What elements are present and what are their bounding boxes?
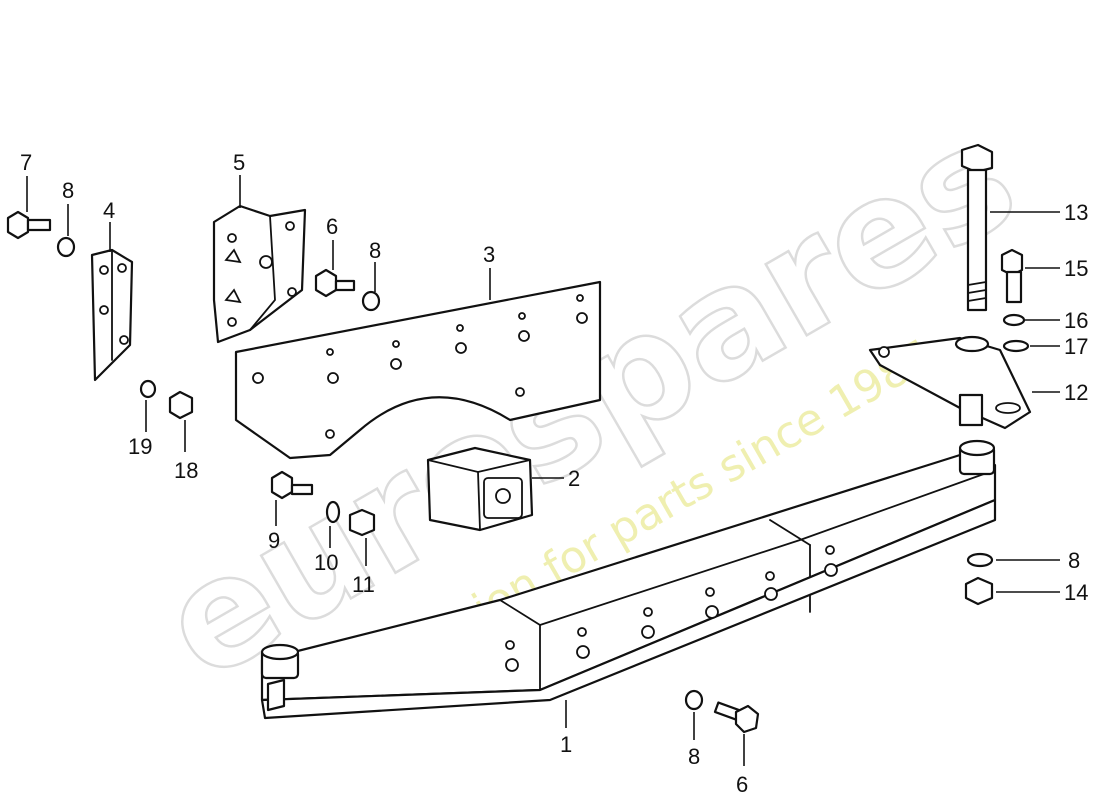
callout-11: 11 xyxy=(352,572,375,597)
callout-13: 13 xyxy=(1064,200,1088,225)
callout-18: 18 xyxy=(174,458,198,483)
part-10-washer xyxy=(325,500,341,524)
part-6-bolt-bottom xyxy=(713,701,760,734)
callout-1: 1 xyxy=(560,732,572,757)
callout-4: 4 xyxy=(103,198,115,223)
callout-6-b: 6 xyxy=(736,772,748,797)
part-4-small-bracket xyxy=(90,248,134,382)
callout-3: 3 xyxy=(483,242,495,267)
callout-6: 6 xyxy=(326,214,338,239)
part-8-washer-top xyxy=(361,290,381,312)
callout-labels: 7 8 4 5 6 8 3 13 15 16 17 12 19 18 2 9 1… xyxy=(20,150,1088,797)
part-5-bracket xyxy=(212,204,307,344)
part-3-support-plate xyxy=(234,280,602,460)
part-19-washer xyxy=(139,379,157,399)
callout-5: 5 xyxy=(233,150,245,175)
part-14-nut xyxy=(964,576,994,606)
callout-9: 9 xyxy=(268,528,280,553)
callout-8-b: 8 xyxy=(369,238,381,263)
callout-2: 2 xyxy=(568,466,580,491)
leader-lines xyxy=(26,175,1060,766)
callout-8: 8 xyxy=(62,178,74,203)
callout-8-c: 8 xyxy=(1068,548,1080,573)
callout-16: 16 xyxy=(1064,308,1088,333)
part-7-bolt xyxy=(6,210,52,240)
part-8-washer-top-left xyxy=(56,236,76,258)
part-6-bolt-top xyxy=(314,268,356,298)
callout-19: 19 xyxy=(128,434,152,459)
part-17-washer xyxy=(1002,339,1030,353)
part-18-nut xyxy=(168,390,194,420)
part-16-washer xyxy=(1002,313,1026,327)
callout-10: 10 xyxy=(314,550,338,575)
part-15-bolt xyxy=(1000,248,1024,304)
part-8-washer-right xyxy=(966,552,994,568)
callout-12: 12 xyxy=(1064,380,1088,405)
callout-14: 14 xyxy=(1064,580,1088,605)
part-9-bolt xyxy=(270,470,314,500)
callout-8-d: 8 xyxy=(688,744,700,769)
callout-7: 7 xyxy=(20,150,32,175)
callout-17: 17 xyxy=(1064,334,1088,359)
part-11-nut xyxy=(348,508,376,537)
part-2-rubber-mount xyxy=(426,446,534,532)
callout-15: 15 xyxy=(1064,256,1088,281)
part-12-engine-mount xyxy=(868,335,1032,430)
part-1-cross-member xyxy=(260,439,997,720)
part-8-washer-bottom xyxy=(684,689,704,711)
part-13-long-bolt xyxy=(960,143,994,312)
